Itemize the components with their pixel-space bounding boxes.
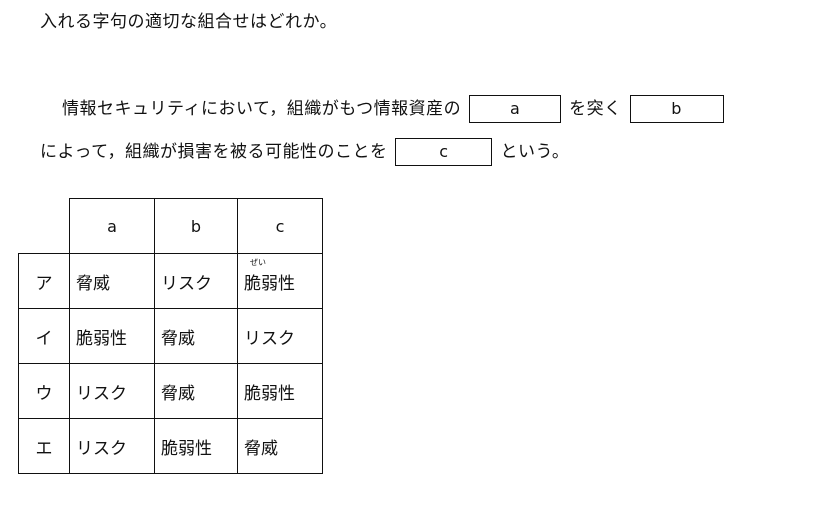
ruby-word: ぜい 脆弱性 (244, 258, 295, 294)
sentence-text-part: を突く (569, 99, 622, 119)
choice-label: イ (18, 308, 70, 364)
choice-cell-b: 脅威 (154, 308, 238, 364)
sentence-text-part: という。 (500, 142, 570, 162)
table-row: イ 脆弱性 脅威 リスク (18, 308, 323, 364)
table-row: ウ リスク 脅威 脆弱性 (18, 363, 323, 419)
furigana-reading: ぜい (250, 257, 266, 267)
table-row: ア 脅威 リスク ぜい 脆弱性 (18, 253, 323, 309)
question-intro: 入れる字句の適切な組合せはどれか。 (40, 12, 338, 32)
choice-cell-c: 脅威 (237, 418, 323, 474)
choice-label: ウ (18, 363, 70, 419)
column-header-a: a (69, 198, 155, 254)
answer-choices-table: a b c ア 脅威 リスク ぜい 脆弱性 イ 脆弱性 脅威 リスク ウ リスク… (18, 198, 323, 474)
choice-label: エ (18, 418, 70, 474)
column-header-b: b (154, 198, 238, 254)
question-sentence-line-1: 情報セキュリティにおいて，組織がもつ情報資産の a を突く b (62, 95, 732, 123)
sentence-text-part: 情報セキュリティにおいて，組織がもつ情報資産の (62, 99, 462, 119)
choice-cell-a: 脆弱性 (69, 308, 155, 364)
choice-cell-c: ぜい 脆弱性 (237, 253, 323, 309)
choice-cell-b: 脅威 (154, 363, 238, 419)
table-corner-cell (18, 198, 70, 254)
choice-cell-a: 脅威 (69, 253, 155, 309)
choice-cell-c: リスク (237, 308, 323, 364)
choice-cell-c-text: 脆弱性 (244, 273, 295, 294)
table-header-row: a b c (18, 198, 323, 254)
blank-c-box: c (395, 138, 493, 166)
choice-cell-a: リスク (69, 418, 155, 474)
choice-cell-a: リスク (69, 363, 155, 419)
column-header-c: c (237, 198, 323, 254)
choice-label: ア (18, 253, 70, 309)
table-row: エ リスク 脆弱性 脅威 (18, 418, 323, 474)
blank-a-box: a (469, 95, 562, 123)
choice-cell-c: 脆弱性 (237, 363, 323, 419)
choice-cell-b: リスク (154, 253, 238, 309)
sentence-text-part: によって，組織が損害を被る可能性のことを (40, 142, 388, 162)
question-sentence-line-2: によって，組織が損害を被る可能性のことを c という。 (40, 138, 569, 166)
choice-cell-b: 脆弱性 (154, 418, 238, 474)
blank-b-box: b (629, 95, 724, 123)
